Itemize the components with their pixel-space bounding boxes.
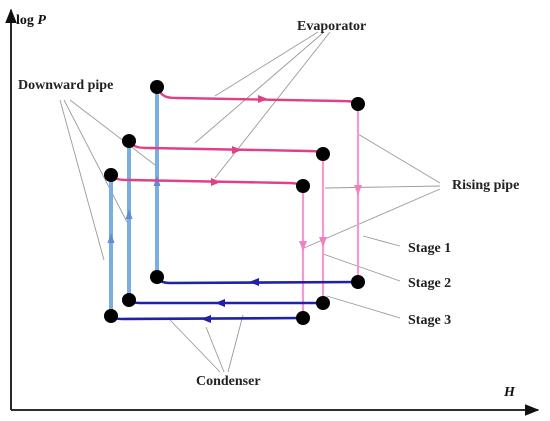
node [296, 179, 310, 193]
node [150, 80, 164, 94]
condenser-stage2 [128, 299, 323, 305]
rising-pipes [301, 104, 360, 318]
node [351, 275, 365, 289]
y-axis-label: log P [16, 13, 46, 28]
downward-pipe-arrows [107, 176, 161, 243]
condenser-arrows [201, 278, 259, 323]
condenser-label: Condenser [196, 374, 261, 389]
downward-pipes [109, 87, 159, 316]
rising-pipe-arrows [299, 185, 362, 251]
node [104, 309, 118, 323]
stage1-label: Stage 1 [408, 241, 451, 256]
state-nodes [104, 80, 365, 325]
node [296, 311, 310, 325]
evaporator-stage3 [110, 174, 303, 187]
node [122, 134, 136, 148]
leader-lines [59, 31, 441, 373]
x-axis-label: H [503, 385, 516, 400]
node [104, 168, 118, 182]
node [351, 97, 365, 111]
node [316, 147, 330, 161]
axes: log P H [5, 8, 540, 416]
stage3-label: Stage 3 [408, 313, 451, 328]
node [316, 296, 330, 310]
downward-pipe-label: Downward pipe [18, 78, 113, 93]
evaporator-label: Evaporator [297, 19, 366, 34]
evaporator-lines [110, 86, 359, 187]
rising-pipe-label: Rising pipe [452, 178, 519, 193]
stage2-label: Stage 2 [408, 276, 451, 291]
node [150, 270, 164, 284]
node [122, 293, 136, 307]
evaporator-arrows [211, 95, 268, 186]
